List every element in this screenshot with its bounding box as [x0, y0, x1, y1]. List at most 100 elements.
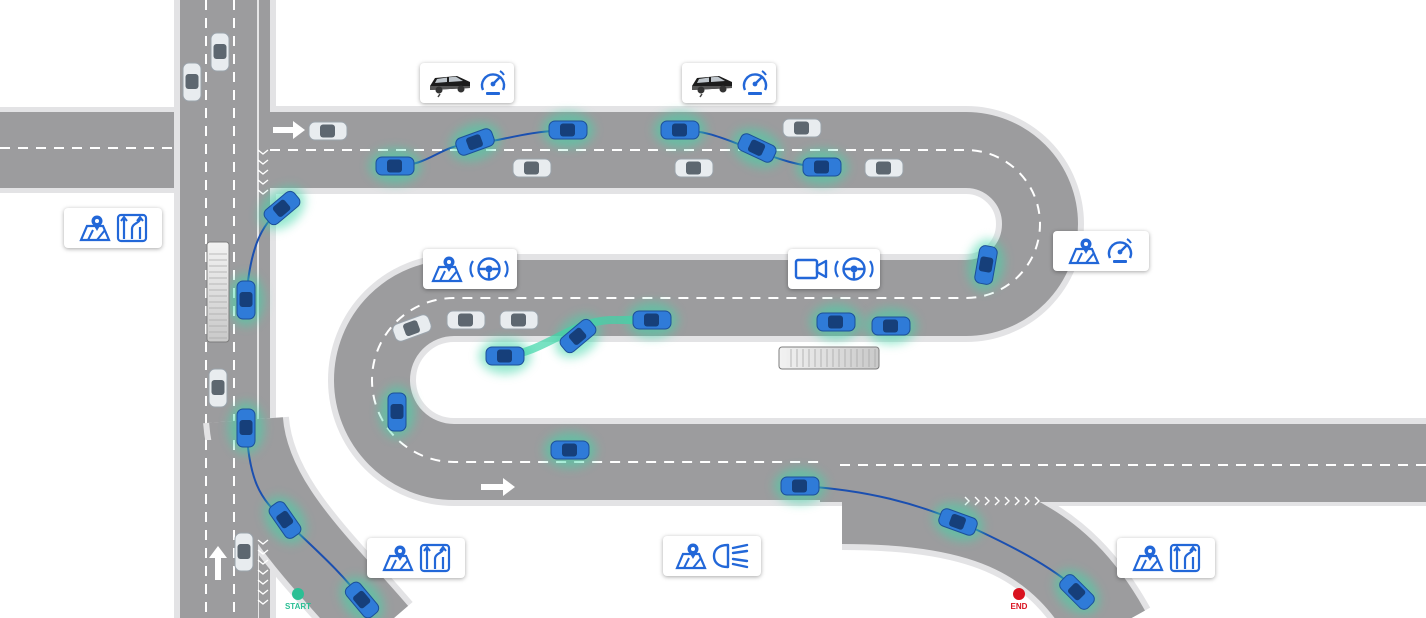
traffic-vehicle	[208, 368, 228, 408]
car-roof	[814, 160, 829, 174]
direction-arrows	[209, 121, 925, 580]
car-roof	[792, 479, 807, 493]
car-roof	[239, 292, 253, 307]
car-roof	[387, 159, 402, 173]
traffic-vehicle	[674, 158, 714, 178]
traffic-car-icon	[427, 68, 473, 98]
lane-change-icon	[1169, 543, 1201, 573]
traffic-vehicle	[182, 62, 202, 102]
ego-vehicle	[479, 338, 531, 374]
badge-lane-change-left	[64, 208, 162, 248]
car-roof	[239, 420, 253, 435]
ego-vehicle	[264, 496, 306, 544]
car-roof	[1067, 582, 1086, 601]
adaptive-speed-icon	[740, 68, 770, 98]
traffic-vehicle	[864, 158, 904, 178]
car-roof	[185, 74, 199, 89]
map-navigation-icon	[1067, 237, 1100, 265]
car-roof	[272, 199, 291, 217]
car-roof	[497, 349, 512, 363]
badge-lane-change-start	[367, 538, 465, 578]
ego-vehicle	[774, 468, 826, 504]
steering-assist-icon	[833, 254, 875, 284]
end-dot	[1013, 588, 1025, 600]
car-roof	[949, 514, 966, 530]
truck-body	[206, 241, 230, 343]
merge-chevrons	[257, 149, 1040, 605]
ego-vehicle	[228, 274, 264, 326]
traffic-vehicle	[446, 310, 486, 330]
map-navigation-icon	[430, 255, 463, 283]
car-roof	[237, 544, 251, 559]
camera-icon	[794, 256, 828, 282]
car-roof	[876, 161, 891, 175]
ego-vehicle	[796, 149, 848, 185]
ego-vehicle	[379, 386, 415, 438]
car-roof	[794, 121, 809, 135]
map-navigation-icon	[674, 542, 707, 570]
headlight-icon	[712, 542, 750, 570]
badge-overtake-2	[682, 63, 776, 103]
vehicles	[182, 32, 1100, 618]
car-roof	[211, 380, 225, 395]
ego-vehicle	[544, 432, 596, 468]
badge-curve-speed	[1053, 231, 1149, 271]
ego-vehicle	[542, 112, 594, 148]
truck	[206, 241, 230, 343]
arrow-left-icon	[893, 354, 925, 372]
ego-vehicle	[810, 304, 862, 340]
car-roof	[213, 44, 227, 59]
car-roof	[458, 313, 473, 327]
ego-vehicle	[626, 302, 678, 338]
end-label: END	[1010, 602, 1028, 611]
end-marker: END	[999, 588, 1039, 611]
vertical-road-cover	[180, 440, 258, 618]
car-roof	[686, 161, 701, 175]
adaptive-speed-icon	[478, 68, 508, 98]
ego-vehicle	[228, 402, 264, 454]
map-navigation-icon	[381, 544, 414, 572]
car-roof	[276, 510, 294, 529]
car-roof	[883, 319, 898, 333]
badge-camera-steering	[788, 249, 880, 289]
car-roof	[466, 134, 483, 150]
car-roof	[978, 256, 994, 273]
car-roof	[747, 139, 766, 156]
traffic-car-icon	[689, 68, 735, 98]
traffic-vehicle	[512, 158, 552, 178]
car-roof	[353, 590, 371, 609]
car-roof	[511, 313, 526, 327]
ego-vehicle	[1054, 569, 1100, 615]
ego-vehicle	[369, 148, 421, 184]
car-roof	[828, 315, 843, 329]
map-navigation-icon	[78, 214, 111, 242]
truck	[778, 346, 880, 370]
start-label: START	[284, 602, 312, 611]
start-dot	[292, 588, 304, 600]
lane-change-icon	[419, 543, 451, 573]
traffic-vehicle	[308, 121, 348, 141]
adaptive-speed-icon	[1105, 236, 1135, 266]
car-roof	[644, 313, 659, 327]
arrow-right-icon	[273, 121, 305, 139]
ego-vehicle	[654, 112, 706, 148]
badge-map-steering	[423, 249, 517, 289]
lane-change-icon	[116, 213, 148, 243]
traffic-vehicle	[210, 32, 230, 72]
car-roof	[562, 443, 577, 457]
car-roof	[560, 123, 575, 137]
ego-vehicle	[932, 502, 984, 542]
car-roof	[568, 327, 587, 345]
car-roof	[320, 124, 335, 138]
truck-body	[778, 346, 880, 370]
badge-overtake-1	[420, 63, 514, 103]
car-roof	[672, 123, 687, 137]
steering-assist-icon	[468, 254, 510, 284]
arrow-right-icon	[481, 478, 515, 496]
car-roof	[403, 320, 420, 336]
arrow-up-icon	[209, 546, 227, 580]
badge-headlight	[663, 536, 761, 576]
traffic-vehicle	[392, 314, 432, 342]
ego-vehicle	[449, 122, 501, 162]
